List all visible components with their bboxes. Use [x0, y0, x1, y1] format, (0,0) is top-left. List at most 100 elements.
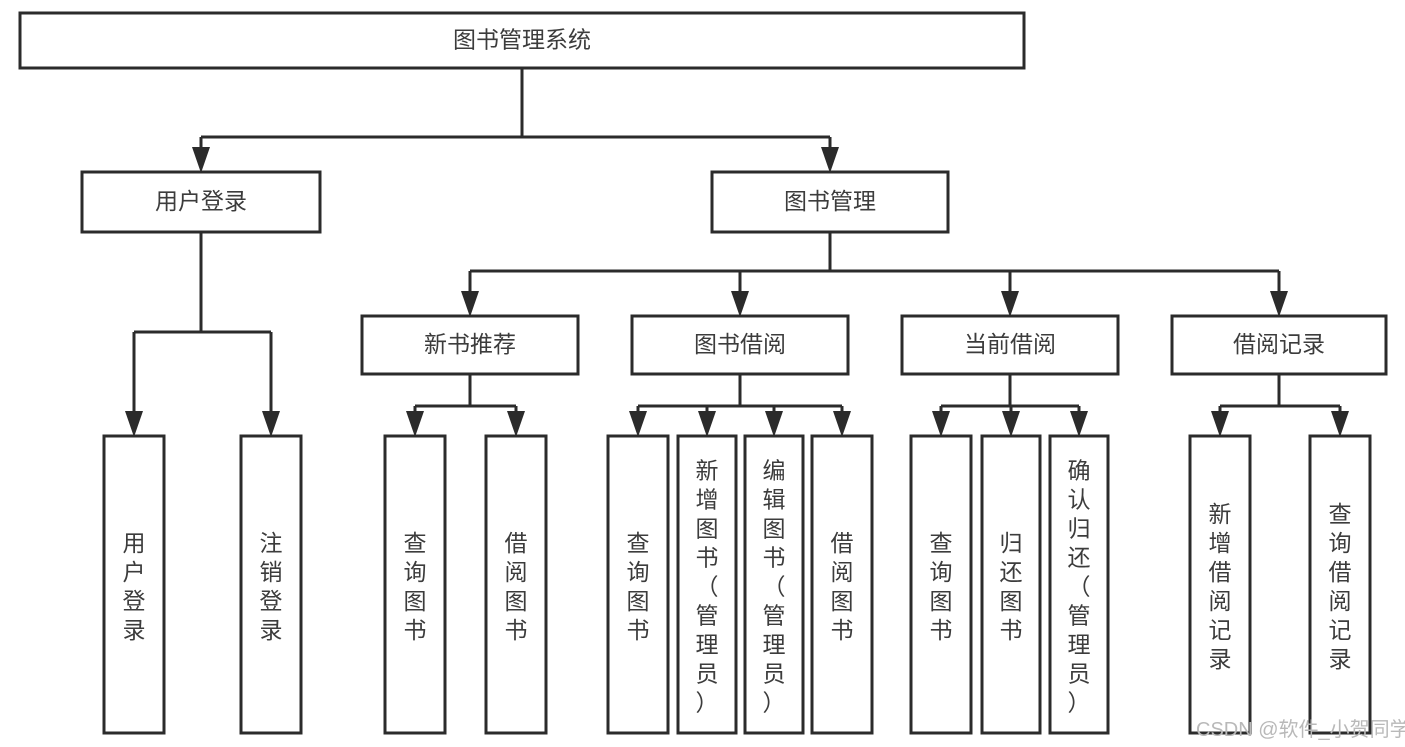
node-box[interactable] [980, 434, 1042, 735]
node-box[interactable] [900, 314, 1120, 376]
node-label-char: 增 [1209, 530, 1232, 556]
node-label-char: 书 [404, 617, 427, 643]
node-label-char: 阅 [1209, 588, 1232, 614]
node-label-char: 阅 [505, 559, 528, 585]
node-label-char: 图 [404, 588, 427, 614]
node-box[interactable] [18, 11, 1026, 70]
node-box[interactable] [484, 434, 548, 735]
arrow-head-icon [125, 411, 143, 437]
node-label-char: 辑 [763, 487, 786, 513]
node-label-char: 归 [1068, 516, 1091, 542]
arrow-head-icon [1211, 411, 1229, 437]
node-box[interactable] [676, 434, 738, 735]
node-leaf-user-login[interactable]: 用户登录 [102, 434, 166, 735]
node-box[interactable] [102, 434, 166, 735]
node-label-char: ） [763, 690, 786, 716]
node-label-char: 询 [404, 559, 427, 585]
node-label-char: 登 [260, 588, 283, 614]
node-box[interactable] [606, 434, 670, 735]
arrow-head-icon [932, 411, 950, 437]
node-label-char: 管 [696, 603, 719, 629]
node-label: 图书管理系统 [453, 27, 591, 53]
node-box[interactable] [360, 314, 580, 376]
node-label-char: 增 [696, 487, 719, 513]
node-label: 新书推荐 [424, 331, 516, 357]
arrow-head-icon [1331, 411, 1349, 437]
node-label-char: 查 [930, 530, 953, 556]
node-label-char: 书 [505, 617, 528, 643]
edge-group-borrow-record [1211, 374, 1349, 437]
node-book-manage[interactable]: 图书管理 [710, 170, 950, 234]
node-label-char: 借 [831, 530, 854, 556]
arrow-head-icon [1070, 411, 1088, 437]
node-box[interactable] [909, 434, 973, 735]
arrow-head-icon [1001, 291, 1019, 317]
node-box[interactable] [1188, 434, 1252, 735]
node-root[interactable]: 图书管理系统 [18, 11, 1026, 70]
node-box[interactable] [80, 170, 322, 234]
node-label-char: 员 [696, 661, 719, 687]
node-box[interactable] [1170, 314, 1388, 376]
node-box[interactable] [710, 170, 950, 234]
node-label-char: 编 [763, 458, 786, 484]
node-label-char: 图 [930, 588, 953, 614]
node-label-char: 记 [1209, 617, 1232, 643]
node-book-borrow[interactable]: 图书借阅 [630, 314, 850, 376]
node-label-char: 借 [1209, 559, 1232, 585]
node-label-char: 录 [123, 617, 146, 643]
node-label-char: 还 [1000, 559, 1023, 585]
node-label-char: 借 [505, 530, 528, 556]
node-borrow-record[interactable]: 借阅记录 [1170, 314, 1388, 376]
edges-layer [125, 68, 1349, 437]
node-label-char: 阅 [831, 559, 854, 585]
arrow-head-icon [1270, 291, 1288, 317]
node-label-char: 询 [627, 559, 650, 585]
node-label-char: 图 [696, 516, 719, 542]
node-label-char: 询 [1329, 530, 1352, 556]
node-box[interactable] [239, 434, 303, 735]
node-user-login[interactable]: 用户登录 [80, 170, 322, 234]
node-label-char: 图 [627, 588, 650, 614]
node-label-char: 归 [1000, 530, 1023, 556]
arrow-head-icon [406, 411, 424, 437]
node-label-char: 书 [696, 545, 719, 571]
node-label: 当前借阅 [964, 331, 1056, 357]
node-box[interactable] [630, 314, 850, 376]
node-box[interactable] [743, 434, 805, 735]
edge-group-user-login [125, 232, 280, 437]
node-label-char: 新 [696, 458, 719, 484]
node-label-char: 书 [930, 617, 953, 643]
arrow-head-icon [262, 411, 280, 437]
node-label-char: 销 [260, 559, 283, 585]
node-label-char: 认 [1068, 487, 1091, 513]
node-label-char: 借 [1329, 559, 1352, 585]
node-label-char: 用 [123, 530, 146, 556]
node-box[interactable] [1308, 434, 1372, 735]
node-box[interactable] [1048, 434, 1110, 735]
arrow-head-icon [698, 411, 716, 437]
node-label-char: 书 [763, 545, 786, 571]
node-new-book-rec[interactable]: 新书推荐 [360, 314, 580, 376]
node-label-char: 录 [1209, 646, 1232, 672]
node-label-char: 录 [260, 617, 283, 643]
node-label: 图书管理 [784, 188, 876, 214]
node-current-borrow[interactable]: 当前借阅 [900, 314, 1120, 376]
node-box[interactable] [383, 434, 447, 735]
node-label: 借阅记录 [1233, 331, 1325, 357]
arrow-head-icon [629, 411, 647, 437]
node-label-char: 记 [1329, 617, 1352, 643]
node-label-char: 管 [1068, 603, 1091, 629]
node-box[interactable] [810, 434, 874, 735]
